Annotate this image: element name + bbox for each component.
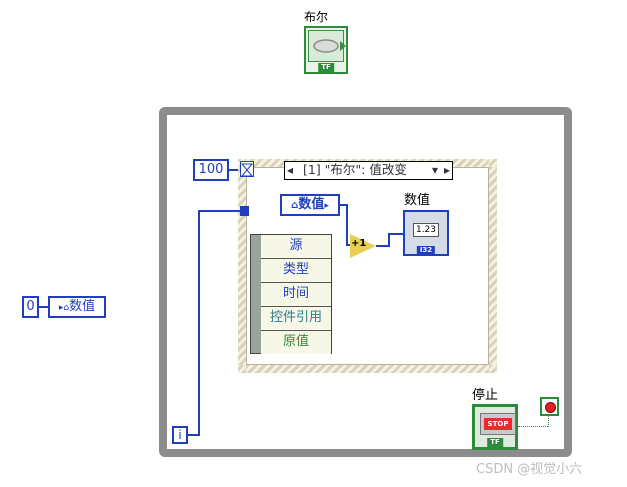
numeric-indicator[interactable]: 1.23 I32 (403, 210, 449, 256)
boolean-terminal[interactable]: TF (304, 26, 348, 74)
timeout-constant[interactable]: 100 (193, 159, 229, 181)
result-wire-1 (376, 245, 390, 247)
stop-button-icon: STOP (480, 413, 516, 435)
iteration-terminal: i (172, 426, 188, 444)
zero-constant[interactable]: 0 (22, 296, 39, 318)
inner-local-variable[interactable]: ⌂数值▸ (280, 194, 340, 216)
hourglass-icon (240, 161, 254, 177)
stop-text: STOP (484, 418, 512, 430)
event-data-item[interactable]: 源 (261, 235, 331, 259)
inner-local-variable-label: 数值 (298, 197, 325, 212)
numeric-display: 1.23 (413, 223, 439, 237)
stop-wire-horizontal (518, 426, 548, 427)
event-data-node[interactable]: 源 类型 时间 控件引用 原值 (250, 234, 332, 354)
loop-condition-terminal[interactable] (540, 397, 559, 416)
event-data-item[interactable]: 原值 (261, 331, 331, 354)
event-case-label: [1] "布尔": 值改变 (303, 162, 407, 177)
stop-button-terminal[interactable]: STOP TF (472, 404, 518, 450)
indicator-label: 数值 (404, 193, 431, 208)
event-data-item[interactable]: 类型 (261, 259, 331, 283)
boolean-switch-icon (308, 30, 346, 62)
outer-local-variable[interactable]: ▸⌂数值 (48, 296, 106, 318)
value-wire-3 (346, 244, 352, 246)
stop-label: 停止 (472, 388, 499, 403)
iteration-wire-horizontal-top (198, 210, 240, 212)
output-arrow-icon: ▸ (324, 201, 329, 211)
event-case-selector[interactable]: ◂ [1] "布尔": 值改变 ▾ ▸ (284, 161, 453, 180)
stop-wire-vertical (548, 416, 549, 427)
constant-wire (39, 306, 49, 308)
event-data-item[interactable]: 时间 (261, 283, 331, 307)
iteration-wire-horizontal-bottom (186, 434, 200, 436)
result-wire-2 (388, 233, 390, 247)
indicator-type-tag: I32 (416, 246, 436, 254)
iteration-wire-vertical (198, 210, 200, 436)
boolean-type-tag: TF (318, 63, 334, 72)
event-tunnel (240, 206, 249, 216)
home-arrow-icon: ▸⌂ (58, 303, 70, 313)
increment-label: +1 (351, 238, 367, 249)
value-wire-1 (340, 204, 348, 206)
stop-condition-icon (545, 402, 556, 413)
boolean-label: 布尔 (304, 10, 329, 24)
timeout-wire (229, 169, 239, 171)
event-data-node-rail (251, 235, 261, 353)
event-data-item[interactable]: 控件引用 (261, 307, 331, 331)
prev-case-arrow-icon[interactable]: ◂ (287, 163, 294, 177)
increment-node[interactable] (350, 234, 376, 258)
home-icon: ⌂ (291, 200, 299, 211)
value-wire-2 (346, 204, 348, 246)
watermark: CSDN @视觉小六 (476, 462, 583, 477)
outer-local-variable-label: 数值 (69, 299, 96, 314)
next-case-arrow-icon[interactable]: ▸ (443, 163, 450, 177)
result-wire-3 (388, 233, 404, 235)
stop-type-tag: TF (487, 438, 503, 447)
case-dropdown-icon[interactable]: ▾ (431, 163, 438, 177)
